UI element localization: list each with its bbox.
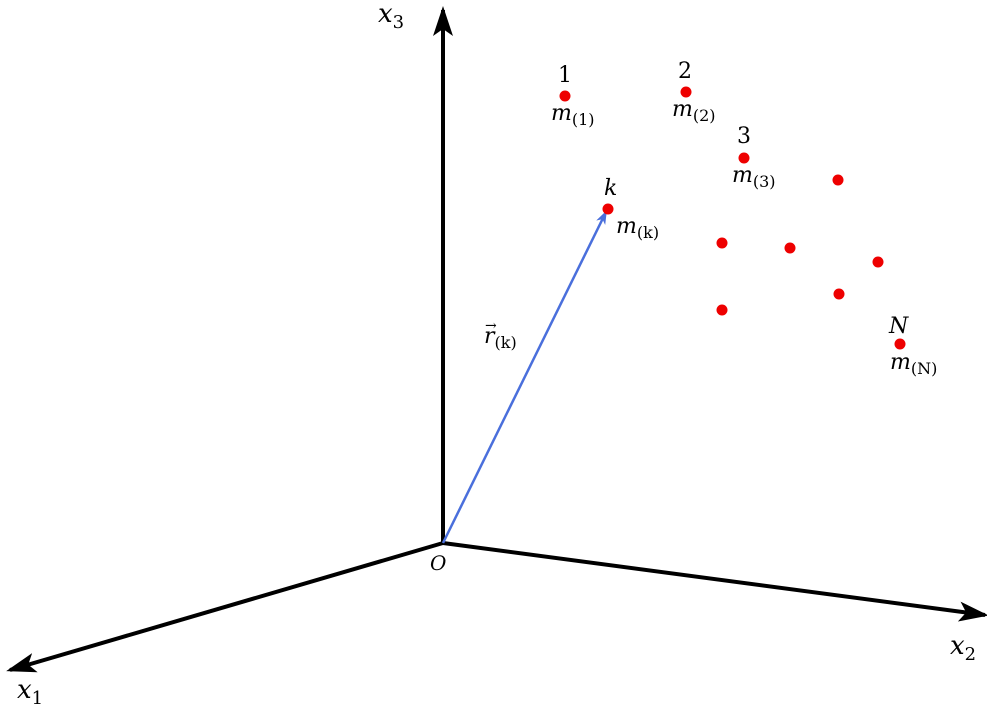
particle-unlabeled bbox=[716, 304, 728, 316]
x1-axis bbox=[6, 541, 444, 673]
particle-N bbox=[894, 338, 906, 350]
x2-var: x bbox=[950, 631, 965, 661]
particle-N-index: N bbox=[888, 314, 909, 339]
particle-k-mass: m(k) bbox=[616, 214, 659, 242]
particle-2-mass: m(2) bbox=[672, 97, 716, 125]
particle-3-mass: m(3) bbox=[732, 163, 776, 191]
x1-axis-label: x1 bbox=[17, 675, 43, 709]
particle-1 bbox=[559, 90, 571, 102]
x2-axis bbox=[442, 541, 987, 622]
origin-label: O bbox=[430, 551, 446, 575]
particle-k-index: k bbox=[604, 176, 617, 201]
vector-sub: (k) bbox=[495, 333, 517, 352]
x3-var: x bbox=[378, 0, 393, 29]
vector-var: r bbox=[484, 324, 496, 349]
particle-2-index: 2 bbox=[678, 59, 692, 84]
particle-unlabeled bbox=[872, 256, 884, 268]
particle-1-index: 1 bbox=[558, 63, 572, 88]
particle-3 bbox=[738, 152, 750, 164]
particle-k bbox=[602, 203, 614, 215]
particle-unlabeled bbox=[716, 237, 728, 249]
x3-axis-label: x3 bbox=[378, 0, 404, 33]
particle-N-mass: m(N) bbox=[890, 350, 937, 378]
position-vector bbox=[441, 210, 608, 544]
particle-2 bbox=[680, 86, 692, 98]
particle-unlabeled bbox=[784, 242, 796, 254]
vector-arrow-accent: → bbox=[485, 318, 497, 334]
x1-var: x bbox=[17, 675, 32, 705]
x2-sub: 2 bbox=[965, 644, 976, 665]
vector-label: r(k) bbox=[484, 324, 517, 352]
particle-1-mass: m(1) bbox=[551, 101, 595, 129]
x3-sub: 3 bbox=[393, 12, 404, 33]
particle-unlabeled bbox=[832, 174, 844, 186]
particle-3-index: 3 bbox=[737, 124, 751, 149]
x2-axis-label: x2 bbox=[950, 631, 976, 665]
particle-unlabeled bbox=[833, 288, 845, 300]
x1-sub: 1 bbox=[32, 688, 43, 709]
